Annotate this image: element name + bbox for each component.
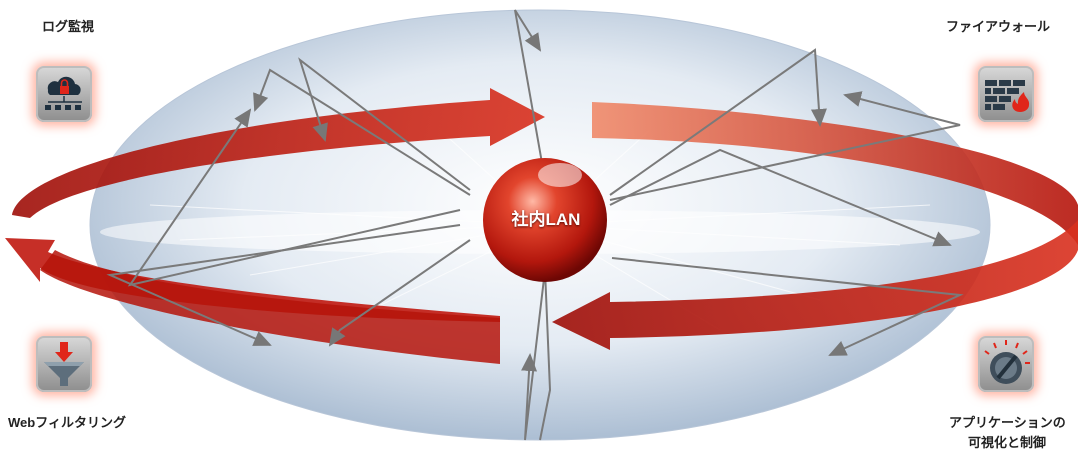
lan-sphere <box>483 158 607 282</box>
log-monitoring-node <box>36 66 92 122</box>
app-control-label-line2: 可視化と制御 <box>968 435 1047 450</box>
firewall-node <box>978 66 1034 122</box>
center-label: 社内LAN <box>511 210 581 229</box>
app-control-label-line1: アプリケーションの <box>949 415 1066 430</box>
sphere-highlight <box>538 163 582 187</box>
firewall-brick-icon <box>985 80 1030 112</box>
gray-traffic-arrows <box>106 9 964 441</box>
red-cycle-arrows <box>5 88 1078 364</box>
firewall-label: ファイアウォール <box>946 19 1051 34</box>
web-filtering-label: Webフィルタリング <box>8 415 126 430</box>
dial-gauge-icon <box>984 340 1030 384</box>
web-filtering-node <box>36 336 92 392</box>
red-arrow-bottom-right <box>552 220 1078 350</box>
app-control-node <box>978 336 1034 392</box>
red-arrow-top-right <box>592 102 1078 245</box>
red-band-bottom-left-tail <box>40 250 500 364</box>
log-monitoring-label: ログ監視 <box>42 19 95 34</box>
cloud-network-lock-icon <box>45 76 82 110</box>
red-arrow-top-left <box>12 88 545 218</box>
filter-funnel-icon <box>44 342 84 386</box>
